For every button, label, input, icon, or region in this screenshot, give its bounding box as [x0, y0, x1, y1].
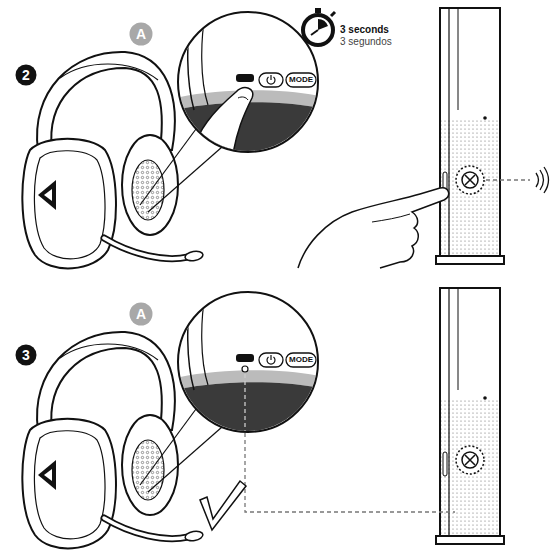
duration-text: 3 seconds: [340, 25, 389, 35]
hand-pressing-console: [298, 188, 449, 268]
console-figure: [436, 288, 504, 544]
badge-text-holder: A: [129, 302, 153, 326]
badge-text: 3: [22, 348, 30, 362]
headset-figure: [22, 52, 203, 268]
badge-text: 2: [22, 68, 30, 82]
timer-icon: [303, 8, 335, 45]
variant-badge: A: [129, 22, 153, 46]
zoom-circle: [175, 290, 320, 440]
badge-circle-fill: [16, 345, 37, 366]
power-button-glow: [470, 474, 471, 512]
wireless-signal: [486, 167, 549, 193]
badge-text: A: [136, 307, 146, 321]
button-label: MODE: [289, 76, 313, 84]
duration-text: 3 segundos: [340, 37, 392, 47]
badge-text-holder: 2: [15, 64, 37, 86]
variant-badge: A: [129, 302, 153, 326]
button-label: MODE: [289, 356, 313, 364]
console-figure: [436, 8, 504, 264]
badge-circle-fill: [16, 65, 37, 86]
badge-text-holder: A: [129, 22, 153, 46]
badge-text: A: [136, 27, 146, 41]
check-mark: [200, 481, 246, 530]
zoom-circle: [175, 10, 320, 160]
pairing-indicator-line: [245, 433, 470, 512]
step-number-badge: 2: [15, 64, 37, 86]
badge-circle-fill: [130, 303, 153, 326]
badge-circle-fill: [130, 23, 153, 46]
headset-figure: [22, 332, 203, 548]
badge-text-holder: 3: [15, 344, 37, 366]
step-number-badge: 3: [15, 344, 37, 366]
